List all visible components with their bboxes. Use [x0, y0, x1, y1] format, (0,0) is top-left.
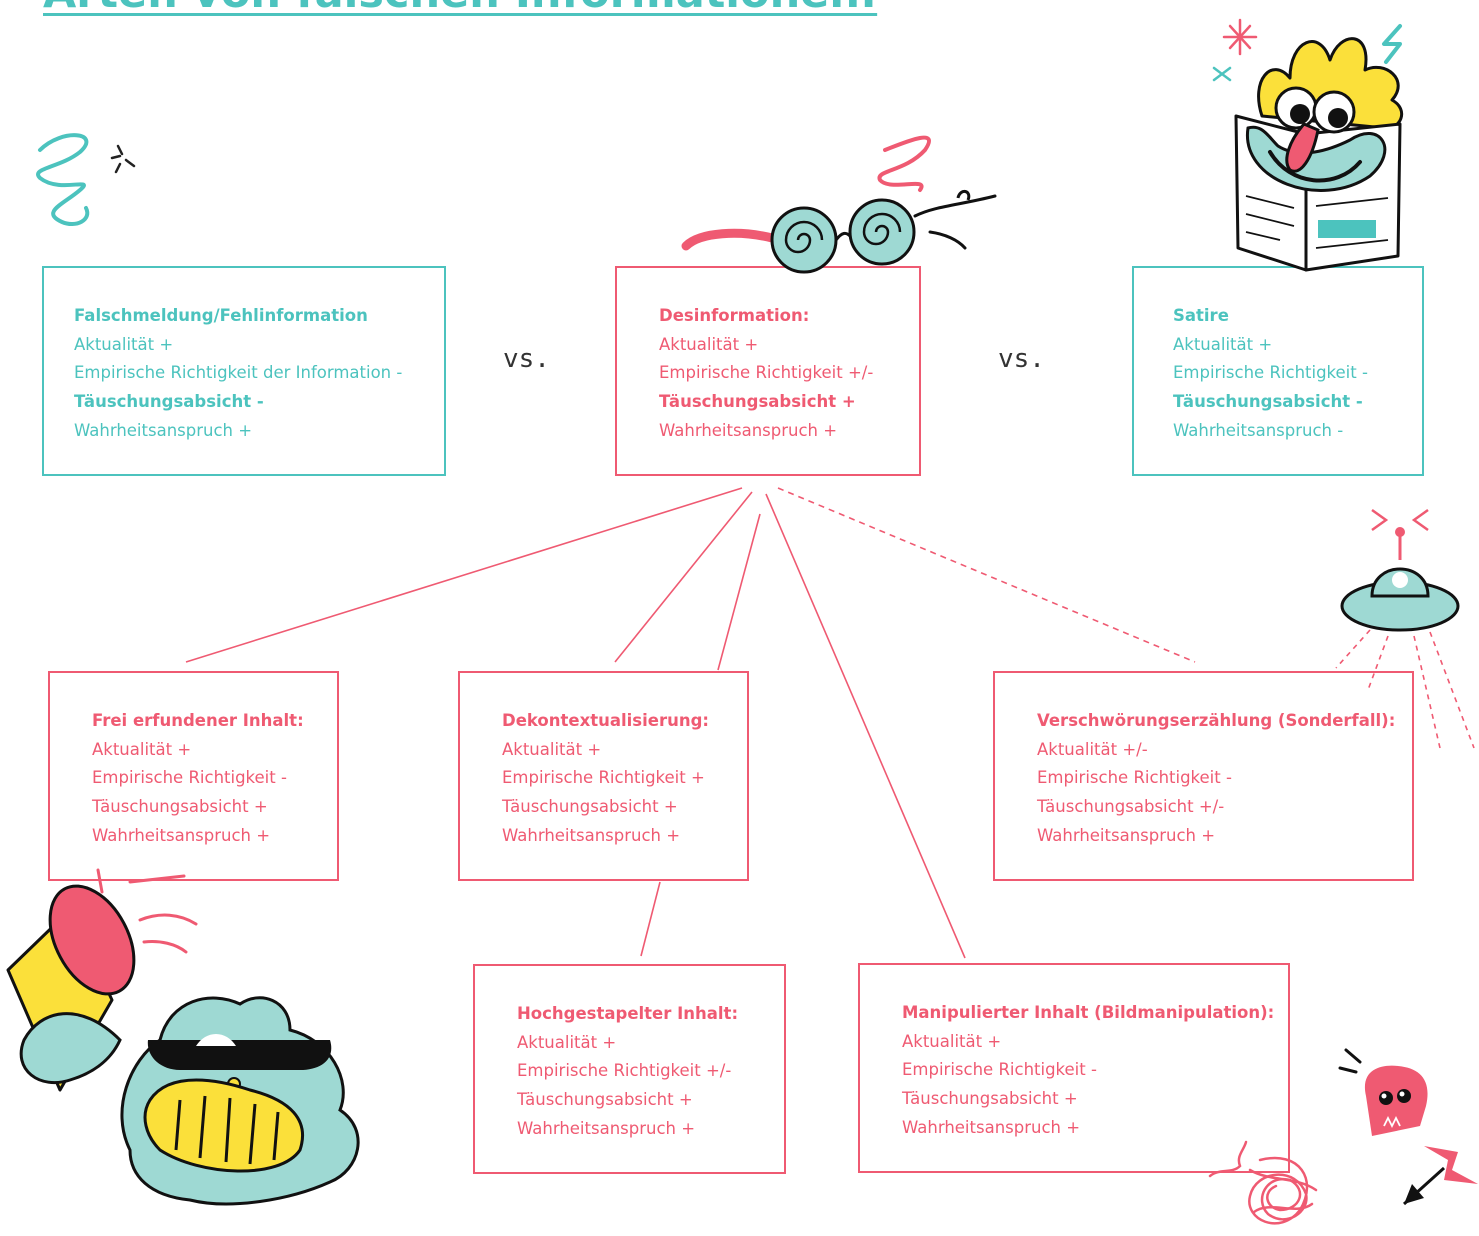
box-title: Frei erfundener Inhalt:: [92, 711, 304, 730]
box-manipulierter-inhalt: Manipulierter Inhalt (Bildmanipulation):…: [858, 963, 1290, 1173]
box-title: Verschwörungserzählung (Sonderfall):: [1037, 711, 1396, 730]
criterion: Empirische Richtigkeit +: [502, 768, 705, 788]
criterion: Täuschungsabsicht +: [902, 1089, 1078, 1109]
box-desinformation: Desinformation: Aktualität + Empirische …: [615, 266, 921, 476]
criterion: Wahrheitsanspruch +: [92, 825, 271, 845]
box-verschwoerungserzaehlung: Verschwörungserzählung (Sonderfall): Akt…: [993, 671, 1414, 881]
criterion: Täuschungsabsicht -: [74, 392, 264, 412]
box-hochgestapelter-inhalt: Hochgestapelter Inhalt: Aktualität + Emp…: [473, 964, 786, 1174]
criterion: Empirische Richtigkeit -: [92, 768, 287, 788]
box-title: Falschmeldung/Fehlinformation: [74, 306, 368, 325]
box-title: Satire: [1173, 306, 1229, 325]
criterion: Wahrheitsanspruch +: [74, 420, 253, 440]
criterion: Empirische Richtigkeit +/-: [517, 1061, 732, 1081]
box-title: Dekontextualisierung:: [502, 711, 710, 730]
skull-icon: [1338, 1048, 1428, 1136]
connector-to-hochgestapelt: [640, 881, 661, 957]
connector-to-frei-erfunden: [185, 487, 743, 663]
scribble-decoration: [36, 133, 136, 227]
criterion: Empirische Richtigkeit +/-: [659, 363, 874, 383]
criterion: Empirische Richtigkeit der Information -: [74, 363, 403, 383]
criterion: Empirische Richtigkeit -: [902, 1060, 1097, 1080]
criterion: Wahrheitsanspruch +: [902, 1117, 1081, 1137]
criterion: Empirische Richtigkeit -: [1037, 768, 1232, 788]
criterion: Aktualität +: [74, 334, 174, 354]
box-satire: Satire Aktualität + Empirische Richtigke…: [1132, 266, 1424, 476]
criterion: Wahrheitsanspruch +: [659, 420, 838, 440]
newspaper-character: [1212, 18, 1404, 272]
box-title: Desinformation:: [659, 306, 810, 325]
criterion: Aktualität +: [502, 739, 602, 759]
criterion: Täuschungsabsicht +: [502, 797, 678, 817]
criterion: Wahrheitsanspruch -: [1173, 420, 1344, 440]
connector-to-dekontext-a: [614, 491, 753, 663]
criterion: Aktualität +: [517, 1032, 617, 1052]
page-title: Arten von falschen Informationen:: [43, 0, 877, 15]
tangle-scribble: [1208, 1140, 1318, 1225]
box-frei-erfundener-inhalt: Frei erfundener Inhalt: Aktualität + Emp…: [48, 671, 339, 881]
spiral-glasses: [681, 135, 997, 274]
criterion: Aktualität +/-: [1037, 739, 1148, 759]
vs-label-right: vs.: [998, 344, 1045, 374]
criterion: Täuschungsabsicht +: [92, 797, 268, 817]
criterion: Wahrheitsanspruch +: [517, 1118, 696, 1138]
connector-to-verschwoerung: [777, 487, 1196, 663]
criterion: Wahrheitsanspruch +: [1037, 825, 1216, 845]
criterion: Aktualität +: [659, 334, 759, 354]
criterion: Täuschungsabsicht -: [1173, 392, 1363, 412]
ufo: [1335, 508, 1475, 749]
box-dekontextualisierung: Dekontextualisierung: Aktualität + Empir…: [458, 671, 749, 881]
box-title: Manipulierter Inhalt (Bildmanipulation):: [902, 1003, 1275, 1022]
criterion: Aktualität +: [92, 739, 192, 759]
criterion: Wahrheitsanspruch +: [502, 825, 681, 845]
connector-to-manipuliert: [765, 493, 966, 959]
box-falschmeldung: Falschmeldung/Fehlinformation Aktualität…: [42, 266, 446, 476]
criterion: Täuschungsabsicht +: [517, 1090, 693, 1110]
megaphone-character: [6, 868, 360, 1206]
vs-label-left: vs.: [503, 344, 550, 374]
criterion: Empirische Richtigkeit -: [1173, 363, 1368, 383]
criterion: Täuschungsabsicht +/-: [1037, 797, 1225, 817]
box-title: Hochgestapelter Inhalt:: [517, 1004, 739, 1023]
lightning-icon: [1402, 1146, 1478, 1206]
criterion: Aktualität +: [902, 1031, 1002, 1051]
connector-to-dekontext-b: [717, 513, 761, 671]
criterion: Aktualität +: [1173, 334, 1273, 354]
criterion: Täuschungsabsicht +: [659, 392, 856, 412]
